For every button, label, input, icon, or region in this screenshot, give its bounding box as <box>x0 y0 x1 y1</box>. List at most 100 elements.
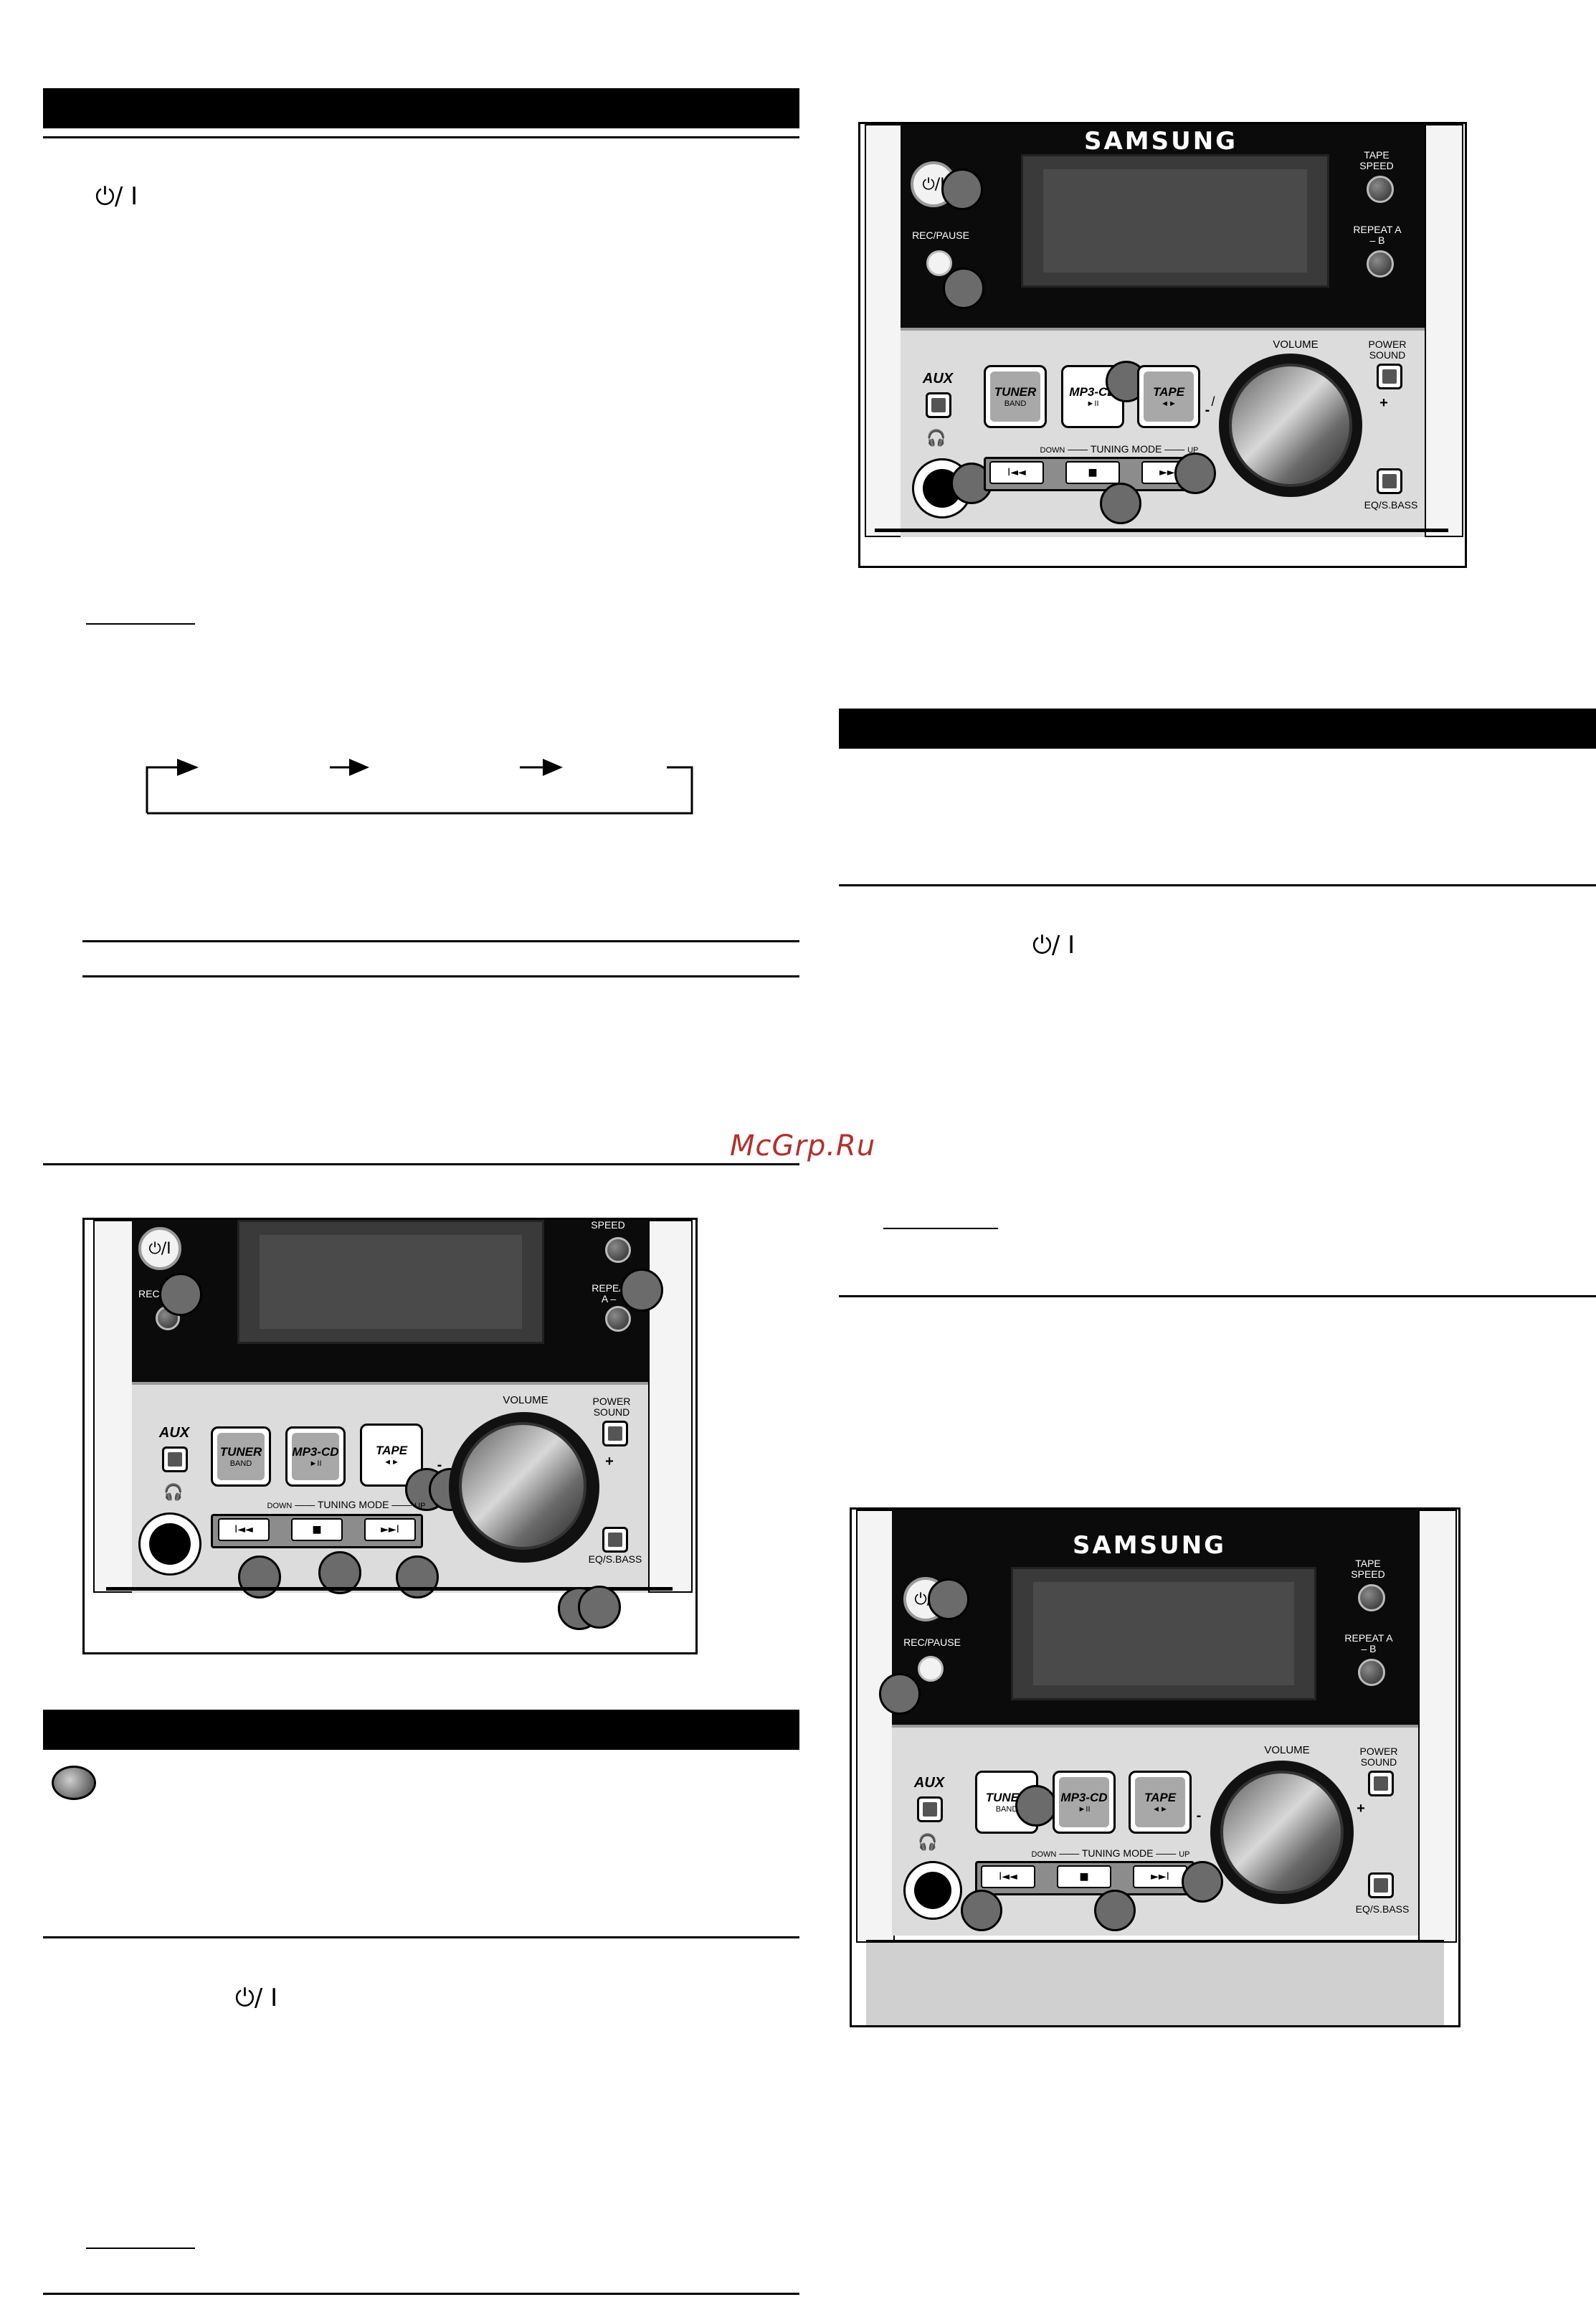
note-bullet-icon <box>52 1766 96 1800</box>
section-header-bar-right <box>839 709 1596 749</box>
power-sound-label: POWER SOUND <box>1359 1746 1398 1768</box>
left-side-rail <box>865 124 903 537</box>
headphone-icon: 🎧 <box>918 1834 938 1852</box>
left-side-rail <box>93 1220 138 1593</box>
divider-left-2 <box>82 940 799 942</box>
section-header-bar-bottom-left <box>43 1710 799 1750</box>
callout-marker <box>879 1673 921 1715</box>
short-underline-2 <box>86 2248 195 2249</box>
volume-knob <box>1219 354 1362 497</box>
eq-sbass-button <box>1377 468 1402 494</box>
callout-marker <box>941 169 983 210</box>
short-underline-3 <box>883 1228 998 1229</box>
volume-knob <box>1210 1761 1354 1904</box>
display-screen <box>237 1220 544 1344</box>
callout-marker <box>961 1890 1002 1931</box>
section-header-bar-top-left <box>43 88 799 128</box>
eq-sbass-button <box>1368 1872 1394 1898</box>
callout-marker <box>238 1555 281 1599</box>
minus-label: - <box>437 1457 442 1473</box>
mp3-cd-button: MP3-CD►II <box>1061 365 1124 428</box>
display-screen <box>1011 1567 1316 1700</box>
callout-marker <box>159 1273 202 1316</box>
repeat-ab-label: REPEAT A – B <box>1344 1632 1393 1654</box>
repeat-ab-button <box>1358 1659 1385 1686</box>
tuning-mode-label: DOWN —— TUNING MODE —— UP <box>267 1499 426 1511</box>
eq-sbass-label: EQ/S.BASS <box>588 1553 642 1565</box>
headphone-jack <box>903 1861 962 1920</box>
tape-speed-label: TAPE SPEED <box>1359 149 1394 171</box>
prev-button: I◄◄ <box>218 1518 270 1541</box>
callout-marker <box>1182 1861 1223 1903</box>
tuning-mode-label: DOWN —— TUNING MODE —— UP <box>1031 1847 1190 1860</box>
prev-button: I◄◄ <box>989 461 1044 484</box>
left-side-rail <box>856 1510 895 1943</box>
tape-speed-button <box>605 1237 631 1263</box>
aux-button <box>917 1796 943 1822</box>
brand-logo: SAMSUNG <box>1073 1531 1227 1560</box>
display-screen <box>1021 154 1329 288</box>
speed-label: SPEED <box>591 1219 625 1231</box>
tape-speed-button <box>1367 176 1394 203</box>
callout-marker <box>1094 1890 1136 1931</box>
power-symbol-text-2: ⏻/ I <box>235 1984 278 2012</box>
rec-pause-label: REC/PAUSE <box>912 229 969 241</box>
divider-left-6 <box>43 2293 799 2295</box>
volume-knob <box>449 1412 599 1563</box>
rec-pause-label: REC/PAUSE <box>903 1637 961 1648</box>
volume-label: VOLUME <box>1273 338 1319 351</box>
callout-marker <box>578 1586 621 1629</box>
volume-label: VOLUME <box>503 1394 548 1406</box>
power-sound-button <box>1377 364 1402 389</box>
repeat-ab-label: REPEAT A – B <box>1353 224 1402 246</box>
aux-button <box>926 392 951 418</box>
divider-right-2 <box>839 1295 1596 1297</box>
repeat-ab-button <box>1367 250 1394 278</box>
aux-label: AUX <box>913 1775 945 1791</box>
callout-marker <box>1100 483 1141 524</box>
callout-marker <box>943 267 984 309</box>
device-base <box>875 529 1448 532</box>
aux-label: AUX <box>158 1425 190 1441</box>
rec-pause-button <box>926 250 952 276</box>
rec-pause-button <box>918 1656 944 1682</box>
next-button: ►►I <box>1133 1865 1187 1888</box>
divider-left-3 <box>82 975 799 977</box>
right-side-rail <box>1425 124 1463 537</box>
prev-button: I◄◄ <box>981 1865 1035 1888</box>
repeat-label: REPEA A – <box>592 1282 626 1304</box>
divider-right-1 <box>839 884 1596 886</box>
headphone-icon: 🎧 <box>163 1484 184 1502</box>
power-sound-button <box>602 1421 628 1446</box>
eq-sbass-button <box>602 1527 628 1553</box>
tape-button: TAPE◄► <box>1129 1771 1192 1834</box>
callout-marker <box>1015 1785 1057 1827</box>
divider-left-4 <box>43 1163 799 1165</box>
aux-button <box>162 1446 188 1472</box>
power-symbol-text: ⏻/ I <box>95 182 138 211</box>
next-button: ►►I <box>364 1518 416 1541</box>
stop-button: ■ <box>1065 461 1120 484</box>
power-sound-button <box>1368 1771 1394 1796</box>
tape-speed-label: TAPE SPEED <box>1351 1558 1385 1580</box>
tuning-mode-label: DOWN —— TUNING MODE —— UP <box>1040 443 1199 455</box>
device-illustration-1: SAMSUNG ⏻/I REC/PAUSE TAPE SPEED REPEAT … <box>858 122 1467 568</box>
volume-label: VOLUME <box>1264 1744 1310 1756</box>
device-base <box>106 1587 673 1591</box>
tape-speed-button <box>1358 1584 1385 1611</box>
power-sound-label: POWER SOUND <box>592 1396 631 1418</box>
eq-sbass-label: EQ/S.BASS <box>1364 499 1418 511</box>
device-illustration-3: SAMSUNG ⏻/I REC/PAUSE TAPE SPEED REPEAT … <box>850 1507 1460 2027</box>
mp3-cd-button: MP3-CD►II <box>1053 1771 1116 1834</box>
rec-label: REC/ <box>138 1288 163 1299</box>
plus-label: + <box>605 1454 614 1469</box>
tape-button: TAPE◄► <box>1137 365 1200 428</box>
callout-marker <box>928 1578 969 1620</box>
aux-label: AUX <box>922 371 954 387</box>
stop-button: ■ <box>291 1518 343 1541</box>
cycle-arrow-diagram <box>146 759 693 815</box>
mp3-cd-button: MP3-CD►II <box>285 1426 346 1487</box>
